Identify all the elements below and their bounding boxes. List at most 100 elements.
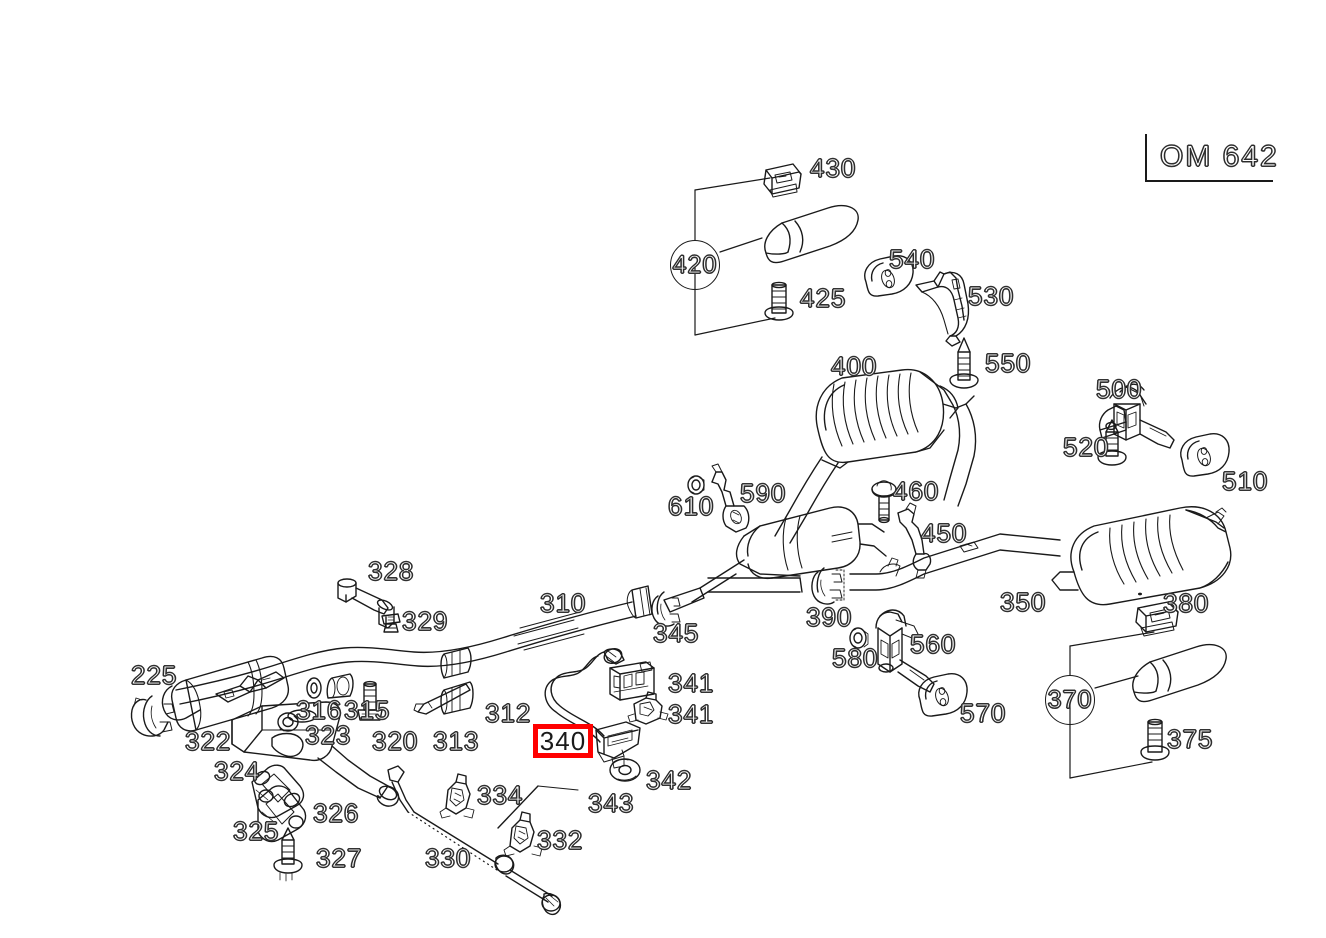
part-315-bushing — [326, 673, 354, 699]
part-325-rubber-block — [257, 785, 307, 843]
engine-code-badge: OM 642 — [1145, 134, 1277, 182]
part-number-460: 460 — [892, 476, 940, 506]
highlight-label: 340 — [539, 726, 587, 756]
part-number-315: 315 — [343, 695, 391, 725]
part-312-bushing — [440, 681, 474, 715]
rear-muffler — [1051, 506, 1232, 606]
part-341-connector-b — [627, 691, 669, 725]
part-number-430: 430 — [809, 153, 857, 183]
pipe-400-to-resonator — [774, 456, 839, 544]
part-number-325: 325 — [232, 816, 280, 846]
part-328-bracket-rod — [337, 578, 395, 629]
part-number-560: 560 — [909, 629, 957, 659]
part-327-push-pin — [273, 827, 303, 882]
part-590-hanger — [711, 463, 750, 533]
part-number-342: 342 — [645, 765, 693, 795]
part-580-ring — [849, 627, 869, 649]
part-520-push-pin — [1097, 419, 1127, 466]
part-390-clamp — [811, 567, 845, 605]
part-326-link — [251, 764, 305, 819]
pipe-400-rear-connection — [943, 399, 977, 507]
part-322-bracket-plate — [215, 671, 285, 703]
part-number-328: 328 — [367, 556, 415, 586]
part-number-313: 313 — [432, 726, 480, 756]
part-430-clip — [763, 163, 802, 198]
part-number-345: 345 — [652, 618, 700, 648]
part-number-312: 312 — [484, 698, 532, 728]
part-330-link-rod — [387, 765, 562, 916]
part-number-343: 343 — [587, 788, 635, 818]
part-334-clip — [439, 773, 475, 819]
part-316-ring — [306, 677, 322, 699]
part-550-push-pin — [949, 337, 979, 389]
part-375-bolt — [1140, 718, 1170, 761]
part-341-connector-a — [609, 661, 655, 701]
callout-370: 370 — [1045, 675, 1095, 725]
part-500-hanger-bracket — [1098, 383, 1175, 449]
part-number-341: 341 — [667, 699, 715, 729]
part-329-nut — [381, 613, 401, 633]
part-530-hanger-bracket — [915, 271, 970, 347]
callout-420: 420 — [670, 240, 720, 290]
part-332-clip — [503, 811, 543, 857]
part-number-540: 540 — [888, 244, 936, 274]
part-number-400: 400 — [830, 351, 878, 381]
engine-code-text: OM 642 — [1159, 140, 1279, 173]
part-420-tailpipe-tip — [764, 204, 859, 264]
leader-line-343 — [497, 785, 579, 829]
part-number-510: 510 — [1221, 466, 1269, 496]
part-number-320: 320 — [371, 726, 419, 756]
part-number-324: 324 — [213, 756, 261, 786]
part-number-450: 450 — [920, 518, 968, 548]
part-310-center-resonator — [735, 506, 887, 580]
part-400-center-muffler — [815, 368, 975, 469]
highlighted-part-number-340[interactable]: 340 — [533, 724, 593, 758]
pipe-345-to-resonator — [663, 559, 745, 613]
part-340-sensor — [595, 721, 641, 769]
part-324-bracket-arm — [231, 701, 400, 807]
part-number-327: 327 — [315, 843, 363, 873]
part-number-334: 334 — [476, 780, 524, 810]
callout-label-420: 420 — [672, 250, 718, 279]
part-340-sensor-cable — [544, 648, 625, 743]
part-310-center-pipe — [175, 585, 653, 705]
part-number-350: 350 — [999, 587, 1047, 617]
part-560-hanger-bracket — [875, 609, 935, 693]
part-number-332: 332 — [536, 825, 584, 855]
part-number-390: 390 — [805, 602, 853, 632]
part-number-380: 380 — [1162, 588, 1210, 618]
part-number-580: 580 — [831, 643, 879, 673]
part-225-clamp — [130, 695, 175, 737]
part-number-610: 610 — [667, 491, 715, 521]
part-610-ring — [687, 475, 705, 495]
part-number-550: 550 — [984, 348, 1032, 378]
part-number-530: 530 — [967, 281, 1015, 311]
part-323-washer — [277, 712, 299, 732]
part-number-341: 341 — [667, 668, 715, 698]
part-313-pin — [413, 683, 471, 715]
part-number-326: 326 — [312, 798, 360, 828]
part-number-225: 225 — [130, 660, 178, 690]
part-570-rubber-mount — [918, 673, 968, 717]
part-345-clamp — [651, 591, 681, 627]
part-342-grommet — [609, 758, 641, 782]
part-370-tailpipe-tip — [1132, 643, 1227, 703]
part-number-330: 330 — [424, 843, 472, 873]
part-320-bolt — [357, 680, 383, 721]
part-number-323: 323 — [304, 720, 352, 750]
part-number-316: 316 — [295, 695, 343, 725]
part-number-520: 520 — [1062, 432, 1110, 462]
part-number-425: 425 — [799, 283, 847, 313]
part-number-322: 322 — [184, 726, 232, 756]
pipe-flange-mid — [440, 647, 472, 679]
part-number-310: 310 — [539, 588, 587, 618]
part-510-rubber-mount — [1180, 433, 1230, 477]
part-number-329: 329 — [401, 606, 449, 636]
part-460-bolt — [871, 480, 897, 524]
part-425-bolt — [764, 281, 794, 321]
part-540-rubber-mount — [864, 255, 914, 297]
part-number-375: 375 — [1166, 724, 1214, 754]
part-number-500: 500 — [1095, 374, 1143, 404]
